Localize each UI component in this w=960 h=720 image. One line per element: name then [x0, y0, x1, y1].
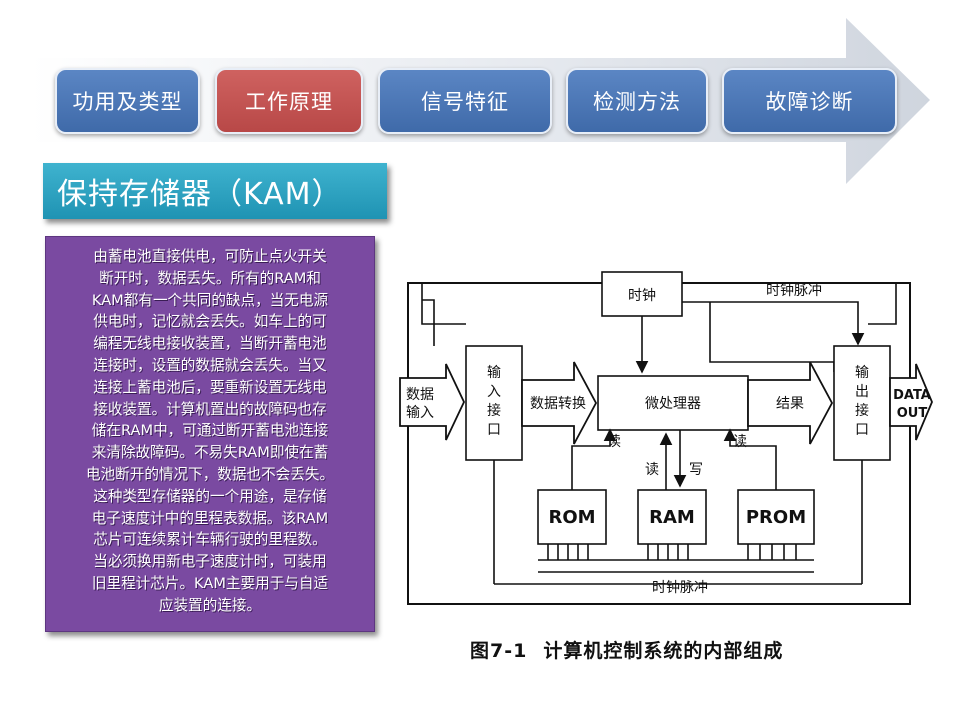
- clock-label: 时钟: [628, 287, 656, 304]
- description-panel: 由蓄电池直接供电，可防止点火开关 断开时，数据丢失。所有的RAM和 KAM都有一…: [45, 236, 375, 632]
- ram-label: RAM: [649, 507, 695, 528]
- tab-function-types[interactable]: 功用及类型: [55, 68, 200, 134]
- figure-number: 图7-1: [470, 640, 528, 662]
- clock-pulse-top-label: 时钟脉冲: [766, 282, 822, 299]
- result-label: 结果: [776, 396, 804, 412]
- output-interface-char-1: 输: [855, 365, 869, 381]
- output-interface-char-2: 出: [855, 384, 869, 400]
- input-interface-char-4: 口: [487, 422, 501, 438]
- clock-pulse-bottom-label: 时钟脉冲: [652, 579, 708, 596]
- figure-caption: 图7-1 计算机控制系统的内部组成: [470, 636, 799, 663]
- microprocessor-label: 微处理器: [645, 396, 701, 412]
- computer-system-diagram: 时钟 时钟脉冲 数据 输入 输 入 接 口 数据转换 微处理器 结果 输 出 接…: [399, 271, 933, 605]
- data-out-label-2: OUT: [897, 406, 928, 421]
- tab-working-principle[interactable]: 工作原理: [215, 68, 363, 134]
- tab-signal-features[interactable]: 信号特征: [378, 68, 552, 134]
- input-interface-char-2: 入: [487, 384, 501, 400]
- write-label: 写: [689, 462, 703, 478]
- rom-label: ROM: [548, 507, 595, 528]
- output-interface-char-4: 口: [855, 422, 869, 438]
- figure-caption-text: 计算机控制系统的内部组成: [543, 640, 784, 662]
- input-interface-char-3: 接: [487, 402, 501, 419]
- input-interface-char-1: 输: [487, 365, 501, 381]
- tab-fault-diagnosis[interactable]: 故障诊断: [722, 68, 897, 134]
- read-left-label: 读: [607, 433, 621, 450]
- tab-detection-methods[interactable]: 检测方法: [566, 68, 708, 134]
- data-input-label-1: 数据: [406, 387, 434, 403]
- data-out-label-1: DATA: [893, 388, 931, 403]
- read-right-label: 读: [733, 433, 747, 450]
- prom-label: PROM: [746, 507, 806, 528]
- data-input-label-2: 输入: [406, 405, 434, 421]
- output-interface-char-3: 接: [855, 402, 869, 419]
- data-conversion-label: 数据转换: [530, 395, 586, 412]
- read-mid-label: 读: [645, 461, 659, 478]
- section-title: 保持存储器（KAM）: [43, 163, 387, 219]
